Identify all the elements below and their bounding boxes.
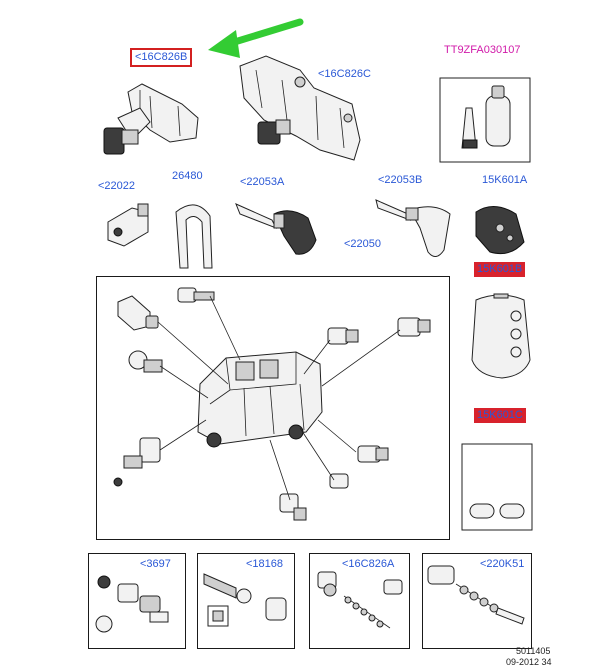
lock-set-22050-frame (96, 276, 450, 540)
remote-pad-15k601c-icon (461, 443, 533, 531)
kit-3697-icon (95, 575, 169, 633)
retaining-clip-26480-icon (175, 204, 213, 269)
lock-assembly-16c826c-icon (239, 55, 361, 161)
kit-18168-frame (197, 553, 295, 649)
kit-18168-icon (203, 573, 287, 627)
green-arrow-icon (208, 18, 304, 58)
kit-3697-frame (88, 553, 186, 649)
lock-bracket-16c826b-icon (103, 83, 199, 155)
label-22050[interactable]: <22050 (344, 238, 382, 250)
label-15k601a[interactable]: 15K601A (482, 174, 528, 186)
key-22053a-icon (235, 203, 317, 255)
label-15k601c[interactable]: 15K601C (474, 408, 526, 423)
key-22053b-icon (375, 199, 451, 257)
kit-16c826a-icon (317, 571, 403, 629)
label-16c826a[interactable]: <16C826A (342, 558, 395, 570)
lock-cylinder-22022-icon (107, 203, 149, 247)
label-15k601b[interactable]: 15K601B (474, 262, 526, 277)
label-16c826c[interactable]: <16C826C (318, 68, 371, 80)
diagram-date-code: 09-2012 34 (506, 657, 552, 667)
label-tt9zfa030107[interactable]: TT9ZFA030107 (444, 44, 521, 56)
label-26480[interactable]: 26480 (172, 170, 203, 182)
kit-16c826a-frame (309, 553, 410, 649)
diagram-reference-number: 5011405 (516, 646, 551, 656)
label-220k51[interactable]: <220K51 (480, 558, 525, 570)
label-22053a[interactable]: <22053A (240, 176, 285, 188)
label-3697[interactable]: <3697 (140, 558, 171, 570)
remote-fob-15k601a-icon (475, 206, 525, 255)
kit-220k51-frame (422, 553, 532, 649)
kit-220k51-icon (427, 565, 525, 625)
label-22053b[interactable]: <22053B (378, 174, 423, 186)
label-22022[interactable]: <22022 (98, 180, 136, 192)
lock-set-22050-artwork (113, 287, 431, 521)
label-16c826b[interactable]: <16C826B (130, 48, 193, 67)
lubricant-kit-tt9zfa030107-icon (439, 77, 531, 163)
label-18168[interactable]: <18168 (246, 558, 284, 570)
remote-cover-15k601b-icon (471, 293, 531, 379)
